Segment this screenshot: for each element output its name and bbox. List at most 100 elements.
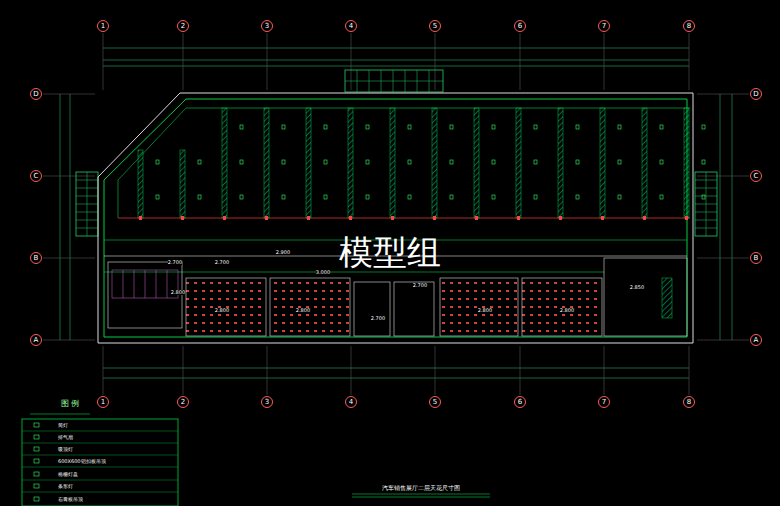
- red-marker: [223, 216, 226, 220]
- grid-label: D: [753, 91, 758, 98]
- light-symbol: [492, 195, 495, 199]
- legend-text: 格栅灯盘: [58, 472, 78, 477]
- grid-label: 1: [101, 399, 105, 406]
- light-symbol: [618, 195, 621, 199]
- grid-label: 5: [433, 399, 437, 406]
- grid-label: A: [34, 337, 39, 344]
- grid-bubble: C: [30, 170, 42, 182]
- light-symbol: [408, 195, 411, 199]
- grid-label: 1: [101, 23, 105, 30]
- legend-text: 排气扇: [58, 435, 73, 440]
- elevation-label: 2.800: [296, 308, 310, 313]
- light-symbol: [198, 195, 201, 199]
- elevation-label: 3.000: [316, 270, 330, 275]
- grid-bubble: D: [750, 88, 762, 100]
- elevation-label: 2.800: [478, 308, 492, 313]
- legend-sample: [34, 435, 39, 439]
- ceiling-strip: [516, 108, 521, 218]
- light-symbol: [156, 195, 159, 199]
- grid-label: 4: [349, 23, 353, 30]
- grid-label: 2: [181, 399, 185, 406]
- elevation-label: 2.900: [276, 250, 290, 255]
- grid-bubble: 1: [97, 396, 109, 408]
- grid-bubble: D: [30, 88, 42, 100]
- light-symbol: [282, 125, 285, 129]
- grid-label: B: [34, 255, 39, 262]
- red-marker: [517, 216, 520, 220]
- legend-sample: [34, 423, 39, 427]
- light-symbol: [702, 125, 705, 129]
- grid-bubble: A: [30, 334, 42, 346]
- light-symbol: [240, 195, 243, 199]
- legend-text: 600X600铝扣板吊顶: [58, 459, 106, 464]
- red-marker: [433, 216, 436, 220]
- light-symbol: [534, 160, 537, 164]
- grid-label: D: [33, 91, 38, 98]
- grid-bubble: 4: [345, 20, 357, 32]
- ceiling-strip: [558, 108, 563, 218]
- elevation-label: 2.700: [413, 283, 427, 288]
- legend-text: 石膏板吊顶: [58, 497, 83, 502]
- grid-label: A: [754, 337, 759, 344]
- legend-text: 条形灯: [58, 484, 73, 489]
- grid-bubble: 2: [177, 396, 189, 408]
- grid-label: C: [754, 173, 759, 180]
- elevation-label: 2.800: [171, 290, 185, 295]
- elevation-label: 2.700: [168, 260, 182, 265]
- grid-bubble: 1: [97, 20, 109, 32]
- watermark: 模型组: [339, 235, 441, 269]
- grid-label: 6: [518, 23, 522, 30]
- red-marker: [601, 216, 604, 220]
- light-symbol: [408, 125, 411, 129]
- legend-sample: [34, 472, 39, 476]
- grid-bubble: 8: [683, 396, 695, 408]
- red-marker: [685, 216, 688, 220]
- grid-label: 2: [181, 23, 185, 30]
- light-symbol: [156, 160, 159, 164]
- light-symbol: [618, 125, 621, 129]
- light-symbol: [660, 125, 663, 129]
- grid-bubble: A: [750, 334, 762, 346]
- elevation-label: 2.800: [560, 308, 574, 313]
- ceiling-strip: [306, 108, 311, 218]
- light-symbol: [576, 160, 579, 164]
- red-marker: [559, 216, 562, 220]
- legend-sample: [34, 497, 39, 501]
- grid-bubble: 4: [345, 396, 357, 408]
- grid-bubble: 7: [598, 20, 610, 32]
- light-symbol: [660, 160, 663, 164]
- legend-text: 吸顶灯: [58, 447, 73, 452]
- elevation-label: 2.850: [630, 285, 644, 290]
- ceiling-strip: [390, 108, 395, 218]
- light-symbol: [702, 160, 705, 164]
- grid-label: 8: [687, 23, 691, 30]
- red-marker: [181, 216, 184, 220]
- ceiling-strip: [180, 150, 185, 218]
- light-symbol: [324, 195, 327, 199]
- grid-bubble: 5: [429, 20, 441, 32]
- grid-bubble: 6: [514, 396, 526, 408]
- legend-sample: [34, 447, 39, 451]
- light-symbol: [366, 160, 369, 164]
- red-marker: [391, 216, 394, 220]
- grid-label: 6: [518, 399, 522, 406]
- light-symbol: [450, 160, 453, 164]
- red-marker: [139, 216, 142, 220]
- light-symbol: [660, 195, 663, 199]
- grid-bubble: 7: [598, 396, 610, 408]
- grid-label: B: [754, 255, 759, 262]
- light-symbol: [366, 125, 369, 129]
- red-marker: [349, 216, 352, 220]
- light-symbol: [492, 125, 495, 129]
- light-symbol: [534, 125, 537, 129]
- grid-label: 4: [349, 399, 353, 406]
- grid-label: 8: [687, 399, 691, 406]
- grid-label: 7: [602, 399, 606, 406]
- ceiling-strip: [474, 108, 479, 218]
- ceiling-strip: [642, 108, 647, 218]
- grid-label: 3: [265, 399, 269, 406]
- red-marker: [643, 216, 646, 220]
- grid-bubble: B: [30, 252, 42, 264]
- light-symbol: [450, 125, 453, 129]
